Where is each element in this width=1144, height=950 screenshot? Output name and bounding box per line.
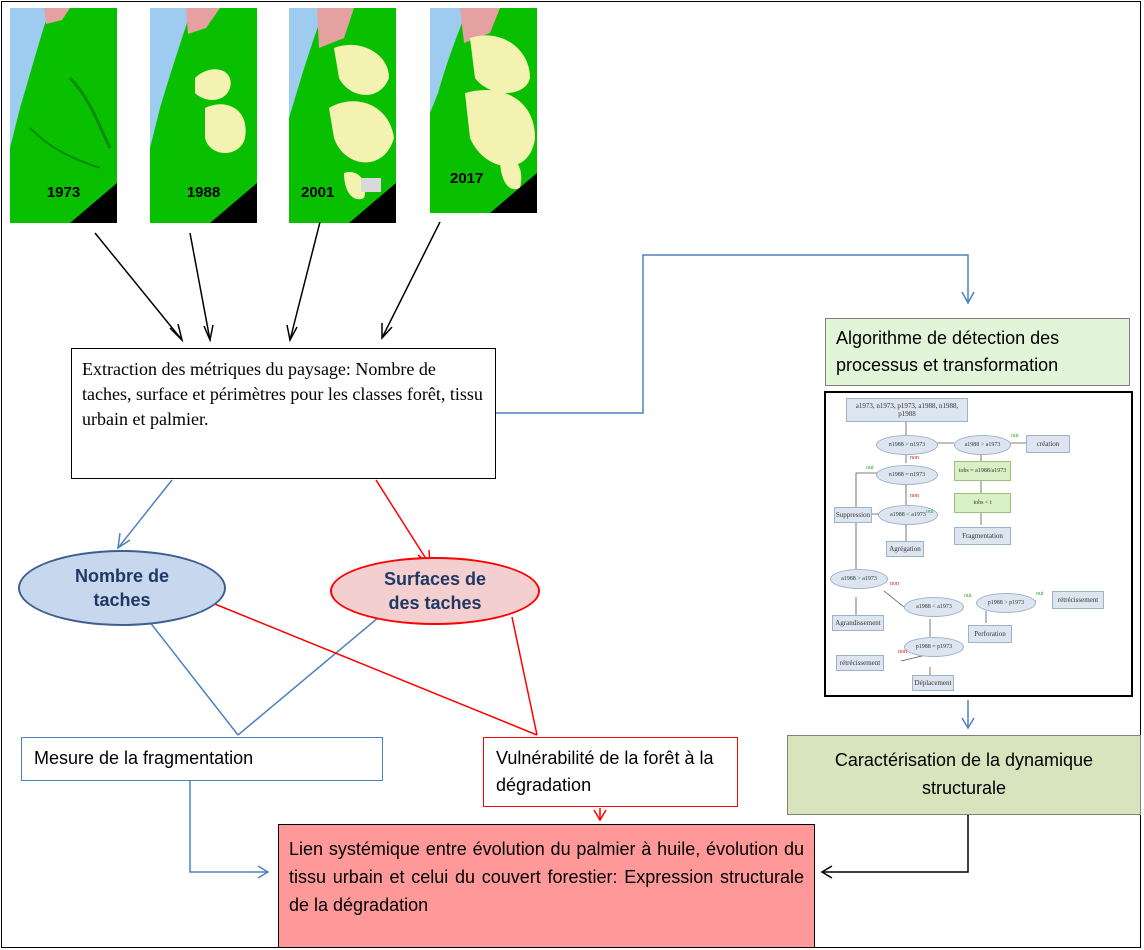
map-2017: 2017 <box>430 8 537 213</box>
fragmentation-box: Mesure de la fragmentation <box>21 737 383 781</box>
flowchart-panel: a1973, n1973, p1973, a1988, n1988, p1988… <box>824 391 1133 697</box>
map-year-label: 2017 <box>450 170 484 187</box>
flowchart-deplacement: Déplacement <box>912 675 954 691</box>
extraction-to-nombre-arrow <box>117 479 173 550</box>
flowchart-perforation: Perforation <box>968 625 1012 643</box>
flowchart-agregation: Agrégation <box>886 541 924 557</box>
caracterisation-box: Caractérisation de la dynamique structur… <box>787 735 1141 815</box>
flowchart-cond-2: a1988 > a1973 <box>954 435 1011 455</box>
flowchart-cond-1: n1988 > n1973 <box>876 435 938 455</box>
flowchart-label-non: non <box>898 649 907 655</box>
flowchart-calc: tobs = a1988/a1973 <box>954 461 1011 481</box>
vulnerabilite-to-lien-arrow <box>593 808 607 822</box>
flowchart-label-oui: oui <box>926 509 934 515</box>
flowchart-label-oui: oui <box>1011 433 1019 439</box>
flowchart-fragmentation: Fragmentation <box>954 527 1011 545</box>
map-year-label: 2001 <box>301 184 335 201</box>
flowchart-cond-3: n1988 = n1973 <box>876 465 938 485</box>
flowchart-label-non: non <box>890 581 899 587</box>
flowchart-cond-8: p1988 = p1973 <box>904 637 964 657</box>
fragmentation-to-lien-arrow <box>189 780 270 879</box>
flowchart-retrecissement-2: rétrécissement <box>836 655 884 671</box>
flowchart-start: a1973, n1973, p1973, a1988, n1988, p1988 <box>846 398 968 422</box>
to-vulnerabilite-lines <box>199 597 538 736</box>
map-1988: 1988 <box>150 8 257 223</box>
flowchart-suppression: Suppression <box>834 507 872 523</box>
map-to-extraction-arrows <box>94 221 441 343</box>
land-cover-map-icon <box>430 8 537 213</box>
flowchart-retrecissement-1: rétrécissement <box>1052 591 1104 609</box>
flowchart-cond-7: p1988 > p1973 <box>976 593 1036 613</box>
land-cover-map-icon <box>150 8 257 223</box>
lien-systemique-box: Lien systémique entre évolution du palmi… <box>278 824 815 948</box>
flowchart-cond-4: a1988 < a1973 <box>878 505 938 525</box>
flowchart-label-oui: oui <box>866 465 874 471</box>
flowchart-threshold: tobs < t <box>954 493 1011 513</box>
flowchart-agrandissement: Agrandissement <box>832 615 884 631</box>
flowchart-creation: création <box>1026 435 1070 453</box>
surfaces-des-taches-node: Surfaces de des taches <box>330 557 540 625</box>
flowchart-cond-5: a1988 > a1973 <box>830 569 888 589</box>
flowchart-label-oui: oui <box>1036 591 1044 597</box>
surfaces-des-taches-label: Surfaces de des taches <box>383 569 487 613</box>
nombre-de-taches-label: Nombre de taches <box>74 566 170 610</box>
map-2001: 2001 <box>289 8 396 223</box>
flowchart-label-non: non <box>910 455 919 461</box>
algorithme-to-caracterisation-arrow <box>961 700 975 730</box>
vulnerabilite-box: Vulnérabilité de la forêt à la dégradati… <box>483 737 738 807</box>
extraction-box: Extraction des métriques du paysage: Nom… <box>71 348 496 479</box>
flowchart-cond-6: a1988 < a1973 <box>904 597 964 617</box>
extraction-to-surfaces-arrow <box>375 479 431 567</box>
land-cover-map-icon <box>289 8 396 223</box>
map-year-label: 1973 <box>46 184 81 201</box>
to-fragmentation-lines <box>141 611 386 736</box>
extraction-to-algorithme-arrow <box>496 254 975 414</box>
flowchart-label-oui: oui <box>964 593 972 599</box>
algorithme-box: Algorithme de détection des processus et… <box>825 318 1130 386</box>
flowchart-label-non: non <box>910 493 919 499</box>
map-1973: 1973 <box>10 8 117 223</box>
nombre-de-taches-node: Nombre de taches <box>18 550 226 626</box>
map-year-label: 1988 <box>186 184 221 201</box>
caracterisation-to-lien-arrow <box>820 815 969 879</box>
land-cover-map-icon <box>10 8 117 223</box>
